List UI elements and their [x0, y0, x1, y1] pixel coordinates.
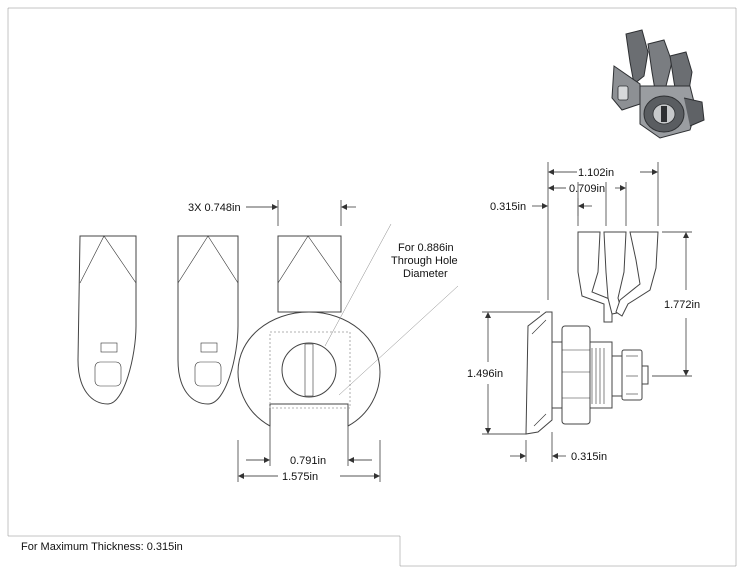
cam-position-right	[277, 235, 342, 313]
dim-slot-width: 0.791in	[246, 426, 372, 467]
lock-side-view	[525, 231, 659, 435]
dim-cam-length-label: 1.772in	[664, 299, 700, 311]
dim-body-height: 1.496in	[467, 311, 540, 435]
dim-spacing: 3X 0.748in	[188, 200, 356, 226]
max-thickness-note: For Maximum Thickness: 0.315in	[21, 541, 183, 553]
dim-cam-offset-top-label: 0.315in	[490, 201, 526, 213]
hole-note-line-2: Through Hole	[391, 255, 458, 267]
dim-inner-depth-label: 0.709in	[569, 183, 605, 195]
cam-position-middle	[177, 235, 239, 405]
dim-cam-offset-top: 0.315in	[490, 198, 592, 216]
hole-note-line-3: Diameter	[403, 268, 448, 280]
dim-cam-width: 1.575in	[237, 440, 381, 483]
hole-note-line-1: For 0.886in	[398, 242, 454, 254]
hole-note: For 0.886in Through Hole Diameter	[324, 223, 459, 396]
dim-body-height-label: 1.496in	[467, 368, 503, 380]
dim-cam-offset-bottom-label: 0.315in	[571, 451, 607, 463]
dim-cam-offset-bottom: 0.315in	[510, 432, 607, 463]
iso-preview-image	[611, 29, 705, 139]
dim-cam-width-label: 1.575in	[282, 471, 318, 483]
dim-inner-depth: 0.709in	[548, 182, 627, 226]
dim-slot-width-label: 0.791in	[290, 455, 326, 467]
dim-overall-depth-label: 1.102in	[578, 167, 614, 179]
lock-body-front	[237, 311, 381, 427]
dim-cam-length: 1.772in	[652, 231, 700, 377]
sheet-border	[7, 7, 737, 567]
dim-spacing-label: 3X 0.748in	[188, 202, 241, 214]
cam-position-left	[77, 235, 137, 405]
